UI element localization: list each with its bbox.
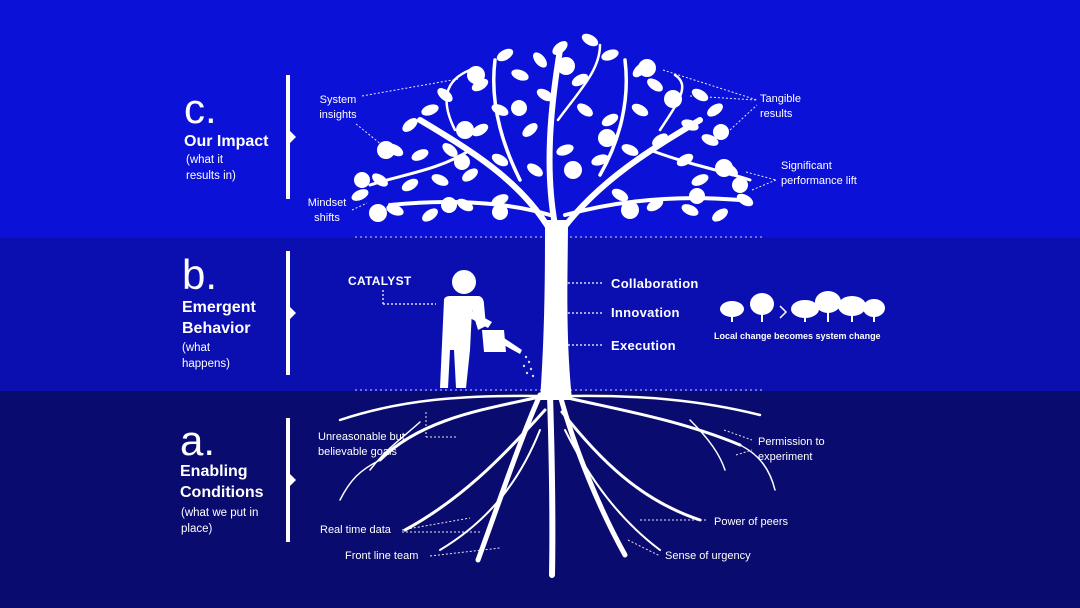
behavior-band <box>0 238 1080 391</box>
label-unreasonable-goals: Unreasonable but believable goals <box>318 431 405 458</box>
section-a-title: Enabling Conditions <box>180 463 264 501</box>
section-b-title: Emergent Behavior <box>182 299 256 337</box>
condition-leaders <box>401 412 753 557</box>
water-drops <box>522 355 535 378</box>
label-real-time-data: Real time data <box>320 524 391 536</box>
behavior-nodes <box>382 240 604 388</box>
section-b-bracket <box>286 251 296 375</box>
section-a-subtitle: (what we put in place) <box>181 507 259 535</box>
tree-roots <box>338 392 776 578</box>
impact-leaders <box>351 69 777 211</box>
local-change-label: Local change becomes system change <box>714 331 881 341</box>
tree-branches <box>368 43 752 233</box>
label-performance-lift: Significant performance lift <box>781 160 857 187</box>
section-a-letter: a. <box>180 417 216 464</box>
section-c-bracket <box>286 75 296 199</box>
section-b-letter: b. <box>182 251 218 298</box>
label-mindset-shifts: Mindset shifts <box>307 197 347 224</box>
label-front-line-team: Front line team <box>345 550 419 562</box>
local-change-icon <box>720 291 885 322</box>
label-tangible-results: Tangible results <box>760 93 801 120</box>
section-b-subtitle: (what happens) <box>182 342 230 370</box>
section-c-subtitle: (what it results in) <box>186 154 236 182</box>
section-c-letter: c. <box>184 85 217 132</box>
catalyst-label: CATALYST <box>348 274 412 288</box>
behavior-execution: Execution <box>611 338 676 353</box>
catalyst-figure <box>440 270 522 388</box>
label-power-of-peers: Power of peers <box>714 516 788 528</box>
section-c-title: Our Impact <box>184 133 269 150</box>
conditions-band <box>0 391 1080 608</box>
behavior-collaboration: Collaboration <box>611 276 699 291</box>
tree-foliage <box>351 33 754 222</box>
impact-band <box>0 0 1080 238</box>
label-sense-of-urgency: Sense of urgency <box>665 550 751 562</box>
behavior-innovation: Innovation <box>611 305 680 320</box>
label-permission: Permission to experiment <box>758 436 825 463</box>
section-a-bracket <box>286 418 296 542</box>
label-system-insights: System insights <box>319 94 357 121</box>
